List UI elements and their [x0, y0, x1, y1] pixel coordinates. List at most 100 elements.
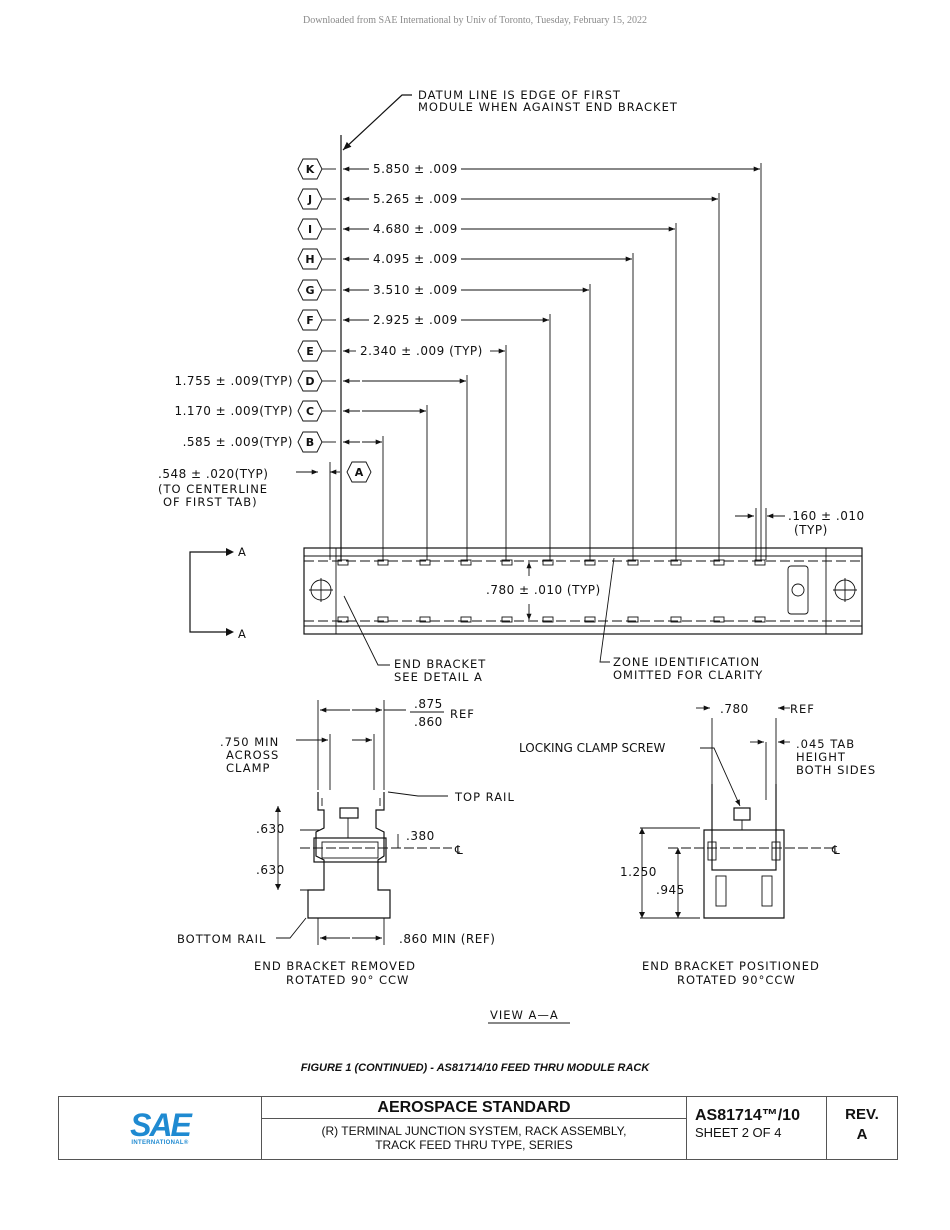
title-block: SAE INTERNATIONAL® AEROSPACE STANDARD (R… — [58, 1096, 898, 1160]
rack-tab — [584, 559, 596, 566]
locking-clamp-label: LOCKING CLAMP SCREW — [519, 741, 665, 755]
rack-tab — [419, 616, 431, 623]
rack-tab — [501, 616, 513, 623]
title-block-title: AEROSPACE STANDARD (R) TERMINAL JUNCTION… — [262, 1097, 687, 1159]
rack-tab — [670, 559, 682, 566]
rack-tab — [754, 559, 766, 566]
section-label-top: A — [238, 545, 247, 559]
download-note: Downloaded from SAE International by Uni… — [303, 15, 647, 26]
across-clamp-line1: .750 MIN — [220, 735, 279, 749]
rack-tab — [337, 616, 349, 623]
rack-tab — [460, 616, 472, 623]
locking-clamp-leader — [700, 747, 741, 807]
figure-caption: FIGURE 1 (CONTINUED) - AS81714/10 FEED T… — [300, 1062, 650, 1074]
rack-tab — [713, 559, 725, 566]
zone-letter-H: H — [305, 253, 314, 266]
zone-letter-E: E — [306, 345, 314, 358]
zone-letter-C: C — [306, 405, 314, 418]
zone-dim-K: 5.850 ± .009 — [373, 162, 458, 176]
right-caption-line2: ROTATED 90°CCW — [677, 973, 796, 987]
ref-dim-bottom: .860 — [414, 715, 443, 729]
tab-height-line2: HEIGHT — [796, 750, 846, 764]
rack-tab — [713, 616, 725, 623]
zone-letter-B: B — [306, 436, 314, 449]
bottom-rail-leader — [276, 917, 307, 939]
zone-dim-E: 2.340 ± .009 (TYP) — [360, 344, 483, 358]
right-caption-line1: END BRACKET POSITIONED — [642, 959, 820, 973]
tab-height-line3: BOTH SIDES — [796, 763, 876, 777]
zone-dim-C: 1.170 ± .009(TYP) — [174, 404, 293, 418]
revision-cell: REV. A — [827, 1097, 897, 1159]
rack-tab — [627, 559, 639, 566]
dim-630-top: .630 — [256, 822, 285, 836]
zone-dim-I: 4.680 ± .009 — [373, 222, 458, 236]
zone-a-dim: .548 ± .020(TYP) — [158, 467, 268, 481]
tab-height-line1: .045 TAB — [796, 737, 855, 751]
document-number: AS81714™/10 — [695, 1107, 800, 1124]
rack-tab — [501, 559, 513, 566]
section-arrow-bottom — [226, 628, 234, 636]
across-clamp-line2: ACROSS — [226, 748, 279, 762]
zone-a-note-line1: (TO CENTERLINE — [158, 482, 268, 496]
revision-value: A — [856, 1126, 868, 1143]
rack-tab — [627, 616, 639, 623]
section-arrow-top — [226, 548, 234, 556]
right-ref-label: REF — [790, 702, 815, 716]
rack-tab — [377, 616, 389, 623]
document-number-cell: AS81714™/10 SHEET 2 OF 4 — [687, 1097, 827, 1159]
rack-tab — [542, 559, 554, 566]
centerline-left: ℄ — [454, 843, 463, 857]
sae-logo-mark: SAE — [130, 1107, 192, 1143]
right-section-view — [640, 718, 836, 919]
engineering-drawing: DATUM LINE IS EDGE OF FIRST MODULE WHEN … — [158, 88, 876, 1024]
top-rail-leader — [387, 791, 448, 797]
rack-tabs — [337, 559, 766, 623]
rail-gap-dim: .780 ± .010 (TYP) — [486, 583, 601, 597]
bottom-rail-label: BOTTOM RAIL — [177, 932, 266, 946]
rack-assembly — [303, 547, 863, 635]
zone-dim-B: .585 ± .009(TYP) — [183, 435, 293, 449]
end-bracket-note-line2: SEE DETAIL A — [394, 670, 483, 684]
zone-badge-A: A — [346, 461, 372, 483]
zone-letter-G: G — [305, 284, 314, 297]
dim-380: .380 — [406, 829, 435, 843]
zone-letter-J: J — [307, 193, 312, 206]
tab-dim-value: .160 ± .010 — [788, 509, 865, 523]
left-caption-line1: END BRACKET REMOVED — [254, 959, 416, 973]
rack-tab — [754, 616, 766, 623]
min-ref-dim: .860 MIN (REF) — [399, 932, 495, 946]
section-line — [189, 551, 226, 633]
zone-letter-D: D — [305, 375, 314, 388]
revision-label: REV. — [845, 1106, 879, 1123]
rack-tab — [337, 559, 349, 566]
zone-dim-F: 2.925 ± .009 — [373, 313, 458, 327]
datum-note-line1: DATUM LINE IS EDGE OF FIRST — [418, 88, 621, 102]
tab-dim-typ: (TYP) — [794, 523, 828, 537]
document-title: (R) TERMINAL JUNCTION SYSTEM, RACK ASSEM… — [262, 1119, 686, 1159]
end-bracket-note-line1: END BRACKET — [394, 657, 486, 671]
zone-id-note-line1: ZONE IDENTIFICATION — [613, 655, 760, 669]
zone-letter-A: A — [355, 466, 364, 479]
zone-dim-J: 5.265 ± .009 — [373, 192, 458, 206]
document-title-line2: TRACK FEED THRU TYPE, SERIES — [375, 1138, 573, 1152]
datum-leader — [342, 94, 412, 151]
datum-note-line2: MODULE WHEN AGAINST END BRACKET — [418, 100, 678, 114]
ref-dim-top: .875 — [414, 697, 443, 711]
zone-dim-H: 4.095 ± .009 — [373, 252, 458, 266]
view-label: VIEW A—A — [490, 1008, 559, 1022]
rack-tab — [460, 559, 472, 566]
zone-letter-I: I — [308, 223, 312, 236]
zone-letter-F: F — [306, 314, 314, 327]
zone-dim-D: 1.755 ± .009(TYP) — [174, 374, 293, 388]
rack-tab — [584, 616, 596, 623]
dim-780: .780 — [720, 702, 749, 716]
left-caption-line2: ROTATED 90° CCW — [286, 973, 409, 987]
ref-label: REF — [450, 707, 475, 721]
dim-945: .945 — [656, 883, 685, 897]
rack-tab — [419, 559, 431, 566]
zone-a-note-line2: OF FIRST TAB) — [163, 495, 258, 509]
dim-630-bottom: .630 — [256, 863, 285, 877]
centerline-right: ℄ — [831, 843, 840, 857]
zone-dim-G: 3.510 ± .009 — [373, 283, 458, 297]
